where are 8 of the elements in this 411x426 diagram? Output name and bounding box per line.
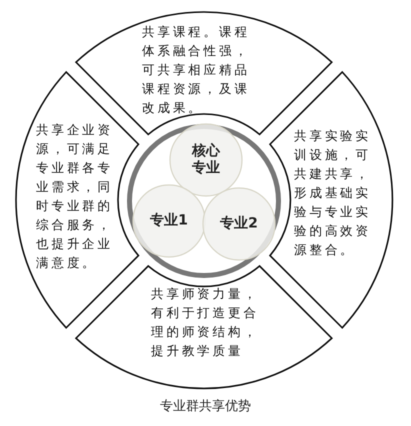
segment-text: 共享实验实训设施，可共建共享，形成基础实验与专业实验的高效资源整合。 (294, 126, 372, 259)
segment-text: 共享课程。课程体系融合性强，可共享相应精品课程资源，及课改成果。 (142, 23, 251, 117)
segment-text: 共享师资力量，有利于打造更合理的师资结构，提升教学质量 (150, 284, 260, 360)
circle-label: 专业1 (149, 212, 189, 230)
segment-text: 共享企业资源，可满足专业群各专业需求，同时专业群的综合服务，也提升企业满意度。 (36, 120, 114, 272)
circle-label: 专业2 (219, 216, 259, 232)
caption: 专业群共享优势 (159, 398, 252, 415)
circle-label: 核心专业 (191, 143, 221, 177)
